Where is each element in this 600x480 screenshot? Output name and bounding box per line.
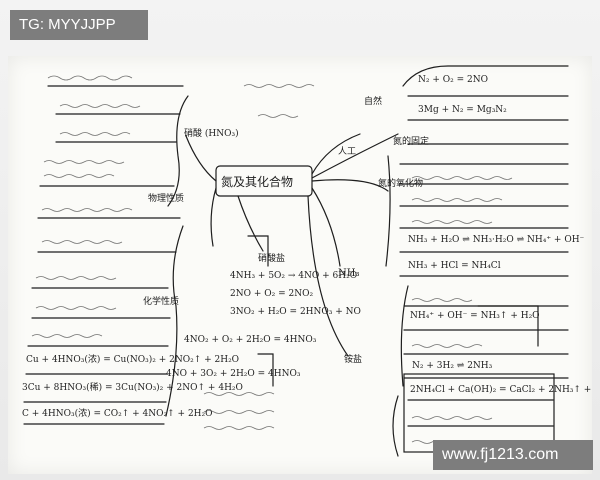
eq-11: C + 4HNO₃(浓) = CO₂↑ + 4NO₂↑ + 2H₂O <box>22 408 213 419</box>
eq-10: 3Cu + 8HNO₃(稀) = 3Cu(NO₃)₂ + 2NO↑ + 4H₂O <box>22 381 243 393</box>
watermark-bottom-right: www.fj1213.com <box>433 440 593 470</box>
watermark-top-left: TG: MYYJJPP <box>10 10 148 40</box>
branch-line-nitrate <box>237 195 264 252</box>
connector-center-mid <box>247 235 269 267</box>
branch-line-nh3 <box>311 187 341 267</box>
eq-4: 4NO₂ + O₂ + 2H₂O = 4HNO₃ <box>184 335 317 345</box>
eq-15: N₂ + 3H₂ ⇌ 2NH₃ <box>412 361 493 371</box>
label-ammonium: 铵盐 <box>344 353 362 365</box>
branch-line-hno3 <box>185 135 217 182</box>
left-brace-lower <box>165 225 184 417</box>
branch-line-hno3-b <box>210 187 217 247</box>
right-top-line <box>402 65 569 87</box>
branch-line-nature <box>311 133 361 175</box>
left-brace-upper <box>167 95 189 207</box>
label-hno3: 硝酸 (HNO₃) <box>184 127 239 139</box>
eq-14: 3Mg + N₂ = Mg₃N₂ <box>418 105 507 115</box>
eq-6: N₂ + O₂ = 2NO <box>418 75 488 85</box>
eq-12: 2NH₄Cl + Ca(OH)₂ = CaCl₂ + 2NH₃↑ + 2H₂O <box>410 384 592 395</box>
right-brace-mid <box>385 155 391 267</box>
label-physical: 物理性质 <box>148 192 184 204</box>
mind-map-paper: 氮及其化合物 自然 人工 氮的固定 氮的氧化物 NH₃ 铵盐 硝酸 (HNO₃)… <box>8 56 592 474</box>
eq-13: NH₄⁺ + OH⁻ = NH₃↑ + H₂O <box>410 311 540 321</box>
label-nh3: NH₃ <box>338 268 359 279</box>
arrow-connector-1 <box>477 305 539 347</box>
handwriting-scribbles <box>31 75 513 444</box>
label-chemical: 化学性质 <box>143 295 179 307</box>
connector-center-lower <box>257 353 274 387</box>
eq-5: 4NO + 3O₂ + 2H₂O = 4HNO₃ <box>166 369 301 379</box>
label-human: 人工 <box>338 146 356 157</box>
label-nature: 自然 <box>364 95 382 107</box>
branch-line-nox <box>311 179 389 192</box>
right-brace-bottom <box>392 395 399 457</box>
branch-line-ammonium <box>307 195 349 357</box>
right-brace-lower <box>400 285 409 387</box>
label-nox: 氮的氧化物 <box>378 177 423 189</box>
eq-9: Cu + 4HNO₃(浓) = Cu(NO₃)₂ + 2NO₂↑ + 2H₂O <box>26 354 239 365</box>
branch-line-fixation <box>311 133 399 179</box>
label-nitrate: 硝酸盐 <box>258 252 285 264</box>
center-title: 氮及其化合物 <box>221 174 293 189</box>
eq-3: 3NO₂ + H₂O = 2HNO₃ + NO <box>230 307 361 317</box>
label-fixation: 氮的固定 <box>393 135 429 147</box>
handwritten-mind-map: 氮及其化合物 自然 人工 氮的固定 氮的氧化物 NH₃ 铵盐 硝酸 (HNO₃)… <box>22 65 592 457</box>
eq-8: NH₃ + HCl = NH₄Cl <box>408 261 501 271</box>
eq-1: 4NH₃ + 5O₂ → 4NO + 6H₂O <box>230 271 357 281</box>
eq-7: NH₃ + H₂O ⇌ NH₃·H₂O ⇌ NH₄⁺ + OH⁻ <box>408 235 585 245</box>
eq-2: 2NO + O₂ = 2NO₂ <box>230 289 313 299</box>
